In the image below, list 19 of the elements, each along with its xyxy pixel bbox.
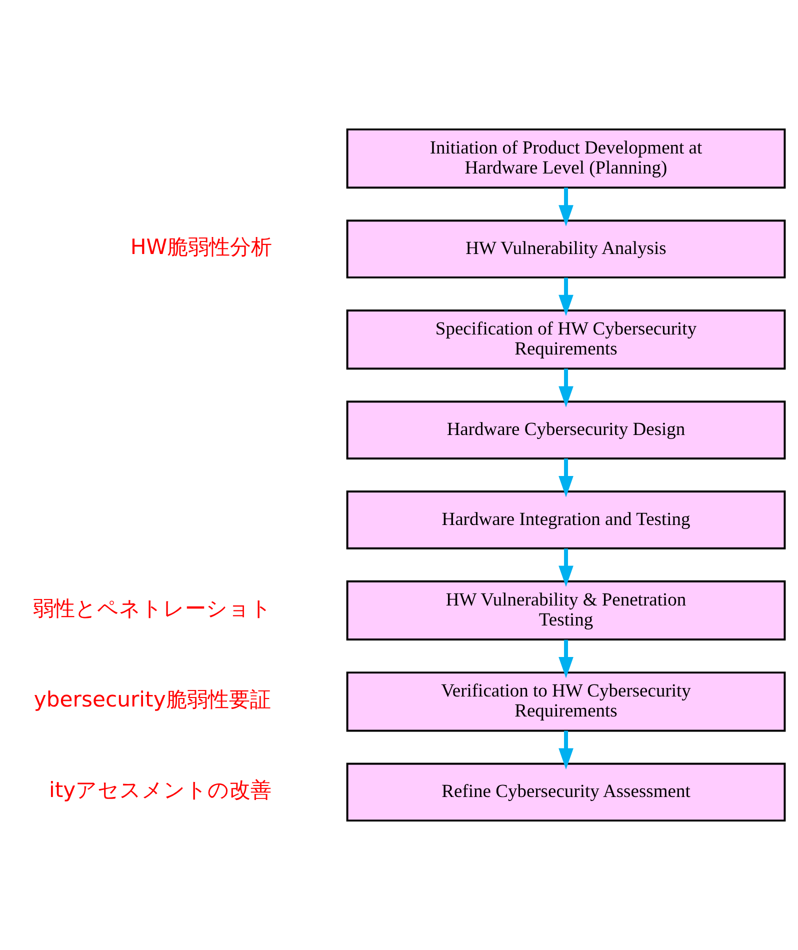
- node-label: ityアセスメントの改善: [48, 777, 272, 802]
- node-box: Initiation of Product Development at Hardware Level (Planning): [346, 128, 786, 189]
- arrow: [558, 188, 573, 226]
- node-box: Verification to HW Cybersecurity Requirements: [346, 672, 786, 732]
- arrow: [558, 548, 573, 587]
- arrow: [558, 278, 573, 316]
- node-label: 弱性とペネトレーショト: [32, 595, 272, 620]
- arrow: [558, 368, 573, 408]
- node-label: ybersecurity脆弱性要証: [33, 686, 270, 712]
- node-box: Hardware Cybersecurity Design: [346, 400, 786, 460]
- arrow: [558, 730, 573, 770]
- node-label: HW脆弱性分析: [130, 234, 272, 260]
- node-box: HW Vulnerability Analysis: [346, 220, 786, 278]
- node-box: HW Vulnerability & Penetration Testing: [346, 580, 786, 641]
- node-box: Hardware Integration and Testing: [346, 490, 786, 550]
- node-box: Refine Cybersecurity Assessment: [346, 762, 786, 822]
- arrow: [558, 640, 573, 678]
- node-box: Specification of HW Cybersecurity Requirements: [346, 309, 786, 370]
- arrow: [558, 458, 573, 498]
